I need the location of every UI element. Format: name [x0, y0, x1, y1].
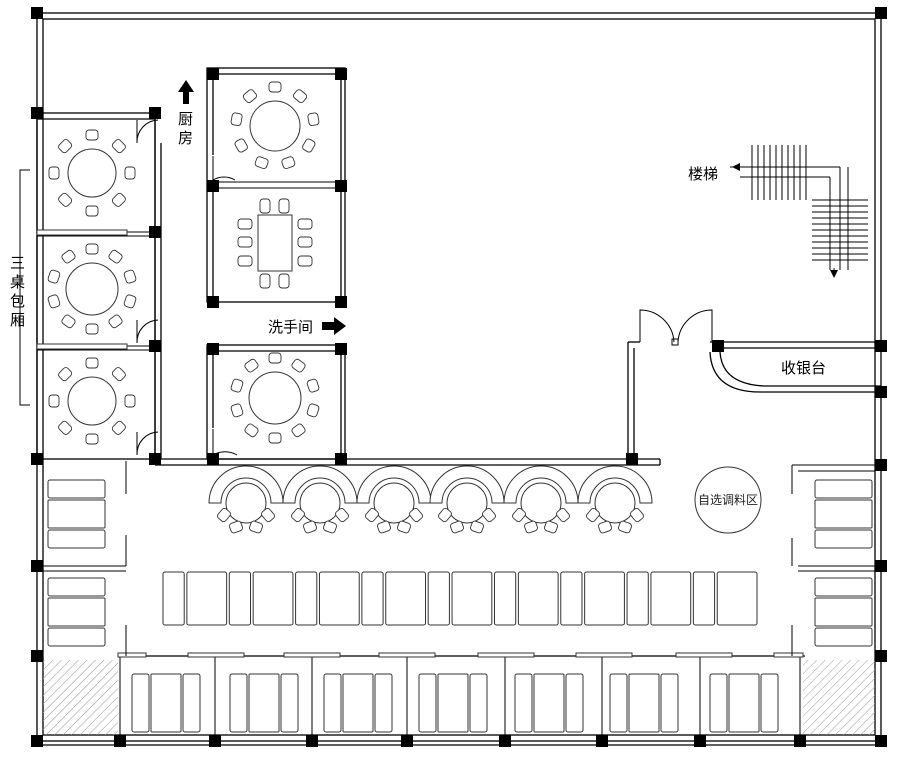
partition-walls	[155, 309, 881, 466]
bench	[228, 571, 252, 626]
bench	[427, 571, 450, 626]
bench	[560, 571, 583, 626]
semicircle-booth-group	[208, 465, 653, 534]
bench	[493, 571, 517, 626]
kitchen-label-1: 厨	[178, 110, 193, 128]
arrow-right-icon	[322, 317, 346, 335]
column-group	[31, 7, 887, 747]
stairs	[730, 145, 868, 278]
stairs-label: 楼梯	[688, 165, 718, 183]
table	[650, 571, 692, 626]
bench	[626, 571, 649, 626]
bench	[361, 571, 384, 626]
table	[318, 571, 360, 626]
rect-table	[257, 214, 293, 272]
round-table-group	[47, 81, 320, 445]
bench	[295, 571, 318, 626]
semicircle-booth	[577, 465, 653, 534]
center-seating-row	[162, 571, 758, 626]
private-room-block	[19, 112, 162, 460]
svg-text:桌: 桌	[10, 273, 25, 291]
bottom-booth	[418, 673, 488, 733]
sauce-area-label: 自选调料区	[698, 493, 758, 507]
cashier-label: 收银台	[781, 359, 826, 377]
semicircle-booth	[356, 465, 432, 534]
svg-text:厢: 厢	[10, 311, 25, 329]
table	[252, 571, 294, 626]
svg-text:包: 包	[10, 292, 25, 310]
table	[385, 571, 427, 626]
table	[186, 571, 228, 626]
bottom-booth	[131, 673, 201, 733]
bench	[162, 571, 185, 626]
svg-text:三: 三	[10, 254, 25, 272]
semicircle-booth	[282, 465, 358, 534]
table	[451, 571, 493, 626]
door-swing-icon	[136, 119, 159, 144]
side-booths	[36, 461, 881, 735]
bottom-booth	[229, 673, 299, 733]
bottom-booth	[323, 673, 393, 733]
bench	[692, 571, 716, 626]
kitchen-label-2: 房	[178, 129, 193, 147]
rect-table-room	[237, 198, 313, 289]
arrow-up-icon	[178, 80, 194, 104]
table	[716, 571, 758, 626]
sauce-area-circle	[694, 466, 762, 534]
bottom-booth-row	[117, 652, 805, 735]
table	[517, 571, 559, 626]
bottom-booth	[514, 673, 584, 733]
bottom-booth	[709, 673, 779, 733]
semicircle-booth	[429, 465, 505, 534]
round-table	[47, 243, 137, 335]
semicircle-booth	[208, 465, 284, 534]
round-table	[230, 352, 320, 444]
washroom-label: 洗手间	[268, 318, 313, 336]
round-table	[48, 129, 136, 217]
outer-walls	[36, 12, 882, 746]
bottom-booth	[609, 673, 679, 733]
round-table	[230, 81, 320, 170]
table	[584, 571, 625, 626]
semicircle-booth	[503, 465, 579, 534]
round-table	[48, 357, 136, 445]
